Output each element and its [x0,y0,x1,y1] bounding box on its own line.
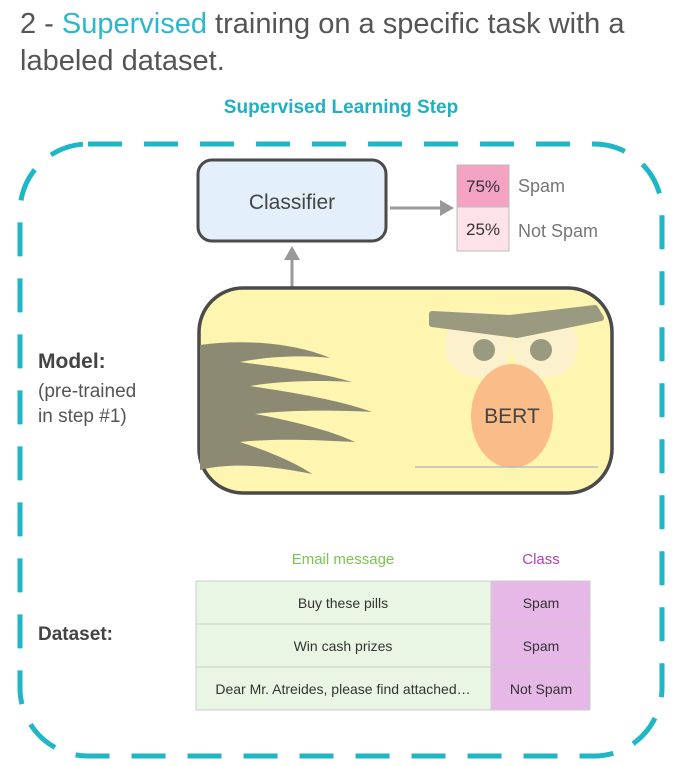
heading-suffix: training on a specific task with a label… [20,8,625,77]
dataset-table: Buy these pills Spam Win cash prizes Spa… [195,580,591,711]
heading-highlight: Supervised [61,8,207,40]
output-label-spam: Spam [518,176,565,196]
table-row-1-message: Buy these pills [298,595,388,611]
dataset-header-message: Email message [292,551,395,568]
classifier-box [196,158,388,243]
output-cell-not-spam [456,206,510,252]
table-row-3-message-cell [195,666,492,711]
heading: 2 - Supervised training on a specific ta… [20,6,680,80]
table-row-3-class: Not Spam [510,681,572,697]
flame-decoration [200,342,372,474]
dataset-label: Dataset: [38,624,113,645]
output-arrow-head [440,200,454,216]
bert-brow-icon [429,305,604,338]
output-percent-not-spam: 25% [466,220,500,239]
bert-pupil-left [473,339,495,361]
bert-nose [471,364,553,468]
heading-prefix: 2 - [20,8,62,40]
table-row-3-class-cell [490,666,591,711]
classifier-label: Classifier [249,191,335,214]
table-row-1-class-cell [490,580,591,625]
model-sublabel-line-1: (pre-trained [38,381,137,402]
output-percent-spam: 75% [466,177,500,196]
table-row-1-class: Spam [523,595,560,611]
table-row-2-message: Win cash prizes [294,638,393,654]
model-label: Model: [38,350,106,373]
dataset-header-class: Class [522,551,560,568]
model-arrow-head [284,246,300,260]
bert-pupil-right [530,339,552,361]
table-row-1-message-cell [195,580,492,625]
output-cell-spam [456,164,510,208]
table-row-2-message-cell [195,623,492,668]
table-row-2-class-cell [490,623,591,668]
model-sublabel-line-2: in step #1) [38,406,127,427]
dashed-boundary [17,141,665,759]
bert-model-name: BERT [484,405,540,428]
output-label-not-spam: Not Spam [518,221,598,241]
table-row-3-message: Dear Mr. Atreides, please find attached… [215,681,470,697]
step-title: Supervised Learning Step [223,97,459,118]
model-sublabel: (pre-trained in step #1) [38,379,136,429]
table-row-2-class: Spam [523,638,560,654]
